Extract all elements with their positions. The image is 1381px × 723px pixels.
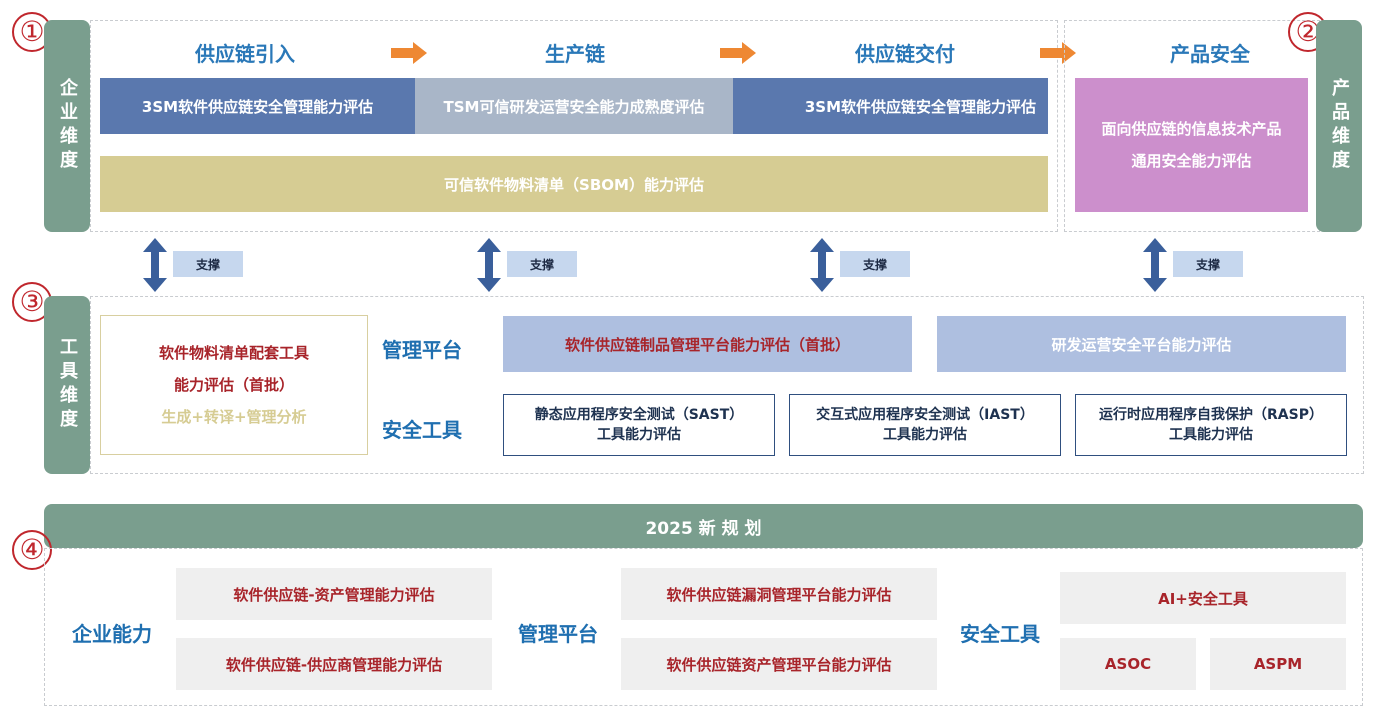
security-tools-label: 安全工具 bbox=[382, 418, 462, 442]
arrow-right-icon bbox=[1040, 42, 1076, 64]
plan-ai-tools-box: AI+安全工具 bbox=[1060, 572, 1346, 624]
tools-dimension-label: 工具维度 bbox=[44, 296, 90, 474]
platform-label: 管理平台 bbox=[382, 338, 462, 362]
plan-enterprise-label: 企业能力 bbox=[72, 622, 152, 646]
sbom-tool-box: 软件物料清单配套工具 能力评估（首批） 生成+转译+管理分析 bbox=[100, 315, 368, 455]
support-label: 支撑 bbox=[173, 251, 243, 277]
tools-frame bbox=[90, 296, 1364, 474]
band-3sm-intro: 3SM软件供应链安全管理能力评估 bbox=[100, 78, 415, 134]
rasp-box: 运行时应用程序自我保护（RASP） 工具能力评估 bbox=[1075, 394, 1347, 456]
iast-line1: 交互式应用程序安全测试（IAST） bbox=[816, 407, 1034, 423]
arrow-right-icon bbox=[391, 42, 427, 64]
marker-4: ④ bbox=[12, 530, 52, 570]
plan-supplier-mgmt-box: 软件供应链-供应商管理能力评估 bbox=[176, 638, 492, 690]
rasp-line1: 运行时应用程序自我保护（RASP） bbox=[1099, 407, 1323, 423]
plan-header: 2025 新 规 划 bbox=[44, 504, 1363, 548]
platform-devsecops-box: 研发运营安全平台能力评估 bbox=[937, 316, 1346, 372]
double-arrow-icon bbox=[1143, 238, 1167, 292]
stage-production: 生产链 bbox=[545, 42, 605, 66]
platform-artifact-box: 软件供应链制品管理平台能力评估（首批） bbox=[503, 316, 912, 372]
plan-aspm-box: ASPM bbox=[1210, 638, 1346, 690]
double-arrow-icon bbox=[143, 238, 167, 292]
plan-tools-label: 安全工具 bbox=[960, 622, 1040, 646]
plan-asoc-box: ASOC bbox=[1060, 638, 1196, 690]
stage-product-security: 产品安全 bbox=[1170, 42, 1250, 66]
product-dimension-label: 产品维度 bbox=[1316, 20, 1362, 232]
stage-supply-intro: 供应链引入 bbox=[195, 42, 295, 66]
sbom-tool-line2: 能力评估（首批） bbox=[173, 376, 294, 394]
band-sbom: 可信软件物料清单（SBOM）能力评估 bbox=[100, 156, 1048, 212]
band-tsm: TSM可信研发运营安全能力成熟度评估 bbox=[415, 78, 733, 134]
sast-line2: 工具能力评估 bbox=[597, 427, 681, 443]
stage-supply-delivery: 供应链交付 bbox=[855, 42, 955, 66]
enterprise-dimension-label: 企业维度 bbox=[44, 20, 90, 232]
double-arrow-icon bbox=[477, 238, 501, 292]
arrow-right-icon bbox=[720, 42, 756, 64]
enterprise-frame bbox=[90, 20, 1058, 232]
sast-box: 静态应用程序安全测试（SAST） 工具能力评估 bbox=[503, 394, 775, 456]
plan-vuln-platform-box: 软件供应链漏洞管理平台能力评估 bbox=[621, 568, 937, 620]
plan-frame bbox=[44, 548, 1363, 706]
product-box-line2: 通用安全能力评估 bbox=[1131, 152, 1252, 170]
sbom-tool-line1: 软件物料清单配套工具 bbox=[158, 344, 309, 362]
double-arrow-icon bbox=[810, 238, 834, 292]
sast-line1: 静态应用程序安全测试（SAST） bbox=[534, 407, 744, 423]
rasp-line2: 工具能力评估 bbox=[1169, 427, 1253, 443]
sbom-tool-line3: 生成+转译+管理分析 bbox=[161, 408, 307, 426]
support-label: 支撑 bbox=[507, 251, 577, 277]
band-3sm-delivery: 3SM软件供应链安全管理能力评估 bbox=[733, 78, 1048, 134]
iast-line2: 工具能力评估 bbox=[883, 427, 967, 443]
product-security-box: 面向供应链的信息技术产品 通用安全能力评估 bbox=[1075, 78, 1308, 212]
plan-asset-mgmt-box: 软件供应链-资产管理能力评估 bbox=[176, 568, 492, 620]
product-box-line1: 面向供应链的信息技术产品 bbox=[1101, 120, 1282, 138]
iast-box: 交互式应用程序安全测试（IAST） 工具能力评估 bbox=[789, 394, 1061, 456]
plan-asset-platform-box: 软件供应链资产管理平台能力评估 bbox=[621, 638, 937, 690]
support-label: 支撑 bbox=[1173, 251, 1243, 277]
support-label: 支撑 bbox=[840, 251, 910, 277]
plan-platform-label: 管理平台 bbox=[518, 622, 598, 646]
